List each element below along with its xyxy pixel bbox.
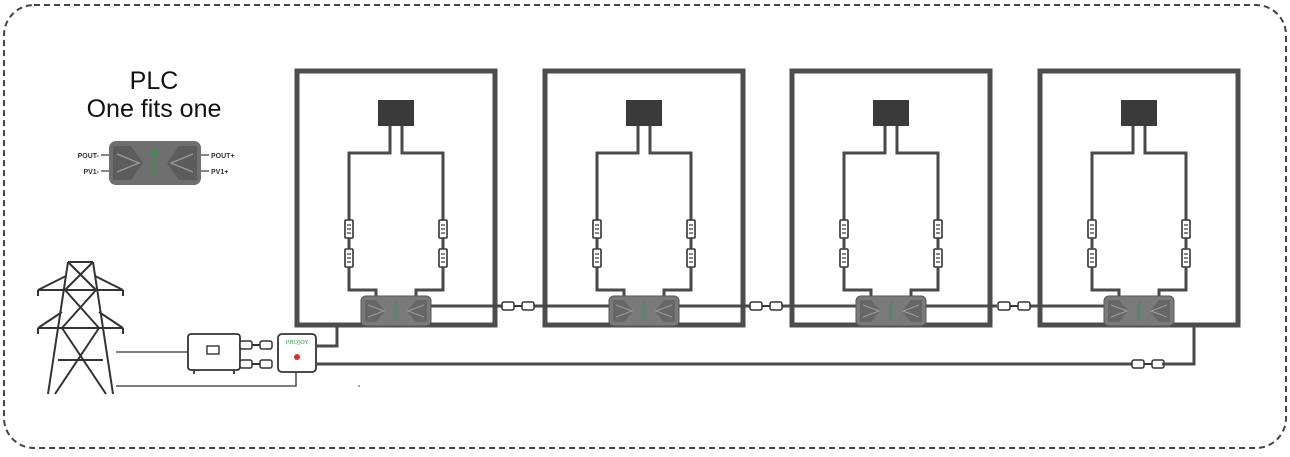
mc4-connector-icon (686, 248, 696, 268)
junction-box (1121, 100, 1157, 126)
return-connector (1131, 359, 1165, 369)
solar-panel-4: PROJOY (1022, 68, 1241, 328)
solar-panel-2: PROJOY (527, 68, 750, 328)
mc4-connector-icon (438, 248, 448, 268)
transmitter-box (277, 333, 317, 373)
mc4-connector-icon (592, 219, 602, 239)
mc4-connector-icon (839, 219, 849, 239)
optimizer-device-4: PROJOY (1103, 295, 1175, 327)
mc4-connector-icon (1087, 248, 1097, 268)
panel-link-connector-2-3 (749, 301, 783, 311)
panel-link-connector-1-2 (501, 301, 535, 311)
inverter-connector-top (239, 340, 273, 350)
optimizer-device-3: PROJOY (855, 295, 927, 327)
junction-box (626, 100, 662, 126)
optimizer-brand: PROJOY (887, 301, 893, 322)
mc4-connector-icon (1181, 219, 1191, 239)
transmitter-indicator-light (294, 354, 300, 360)
mc4-connector-icon (1087, 219, 1097, 239)
optimizer-brand: PROJOY (392, 301, 398, 322)
panel-link-connector-3-4 (997, 301, 1031, 311)
optimizer-device-2: PROJOY (608, 295, 680, 327)
mc4-connector-icon (592, 248, 602, 268)
transmitter-brand: PROJOY (286, 340, 309, 346)
title-plc: PLC (129, 67, 179, 95)
optimizer-brand: PROJOY (1135, 301, 1141, 322)
optimizer-device-1: PROJOY (360, 295, 432, 327)
mc4-connector-icon (1181, 248, 1191, 268)
mc4-connector-icon (344, 248, 354, 268)
mc4-connector-icon (933, 219, 943, 239)
outer-dashed-border (3, 4, 1287, 449)
legend-port-pv1-minus: PV1- (83, 169, 99, 176)
legend-device-brand: PROJOY (150, 149, 158, 178)
legend-port-pout-plus: POUT+ (211, 153, 235, 160)
junction-box (378, 100, 414, 126)
title-one-fits-one: One fits one (86, 95, 222, 123)
legend-port-pout-minus: POUT- (78, 153, 100, 160)
mc4-connector-icon (344, 219, 354, 239)
mc4-connector-icon (438, 219, 448, 239)
transmission-tower-icon (37, 261, 124, 395)
optimizer-brand: PROJOY (640, 301, 646, 322)
legend-port-pv1-plus: PV1+ (211, 169, 228, 176)
legend-optimizer-device: PROJOY (101, 141, 209, 185)
inverter-icon (187, 333, 241, 374)
solar-panel-1: PROJOY (294, 68, 504, 328)
solar-panel-3: PROJOY (774, 68, 997, 328)
inverter-connector-bottom (239, 359, 273, 369)
mc4-connector-icon (686, 219, 696, 239)
mc4-connector-icon (839, 248, 849, 268)
mc4-connector-icon (933, 248, 943, 268)
junction-box (873, 100, 909, 126)
